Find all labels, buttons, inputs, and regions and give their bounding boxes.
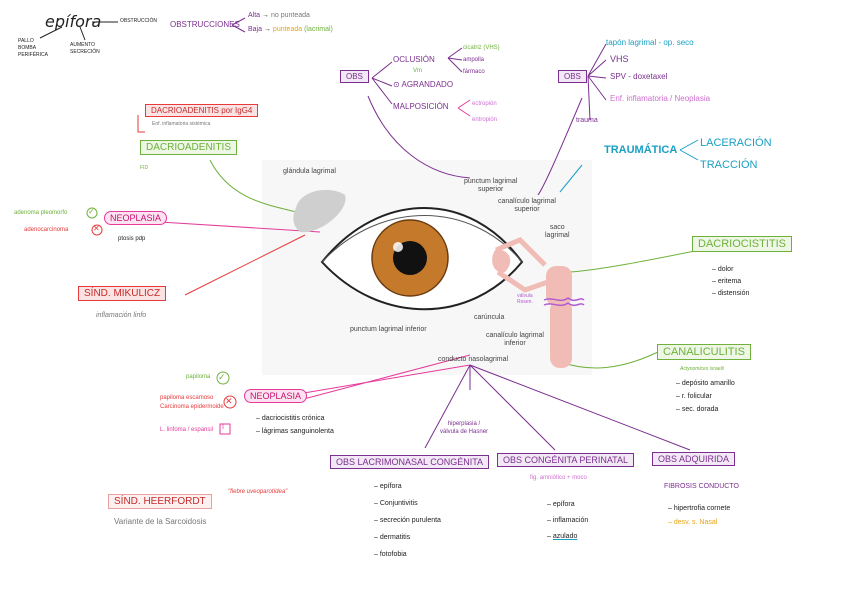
oclusion-label: OCLUSIÓN (393, 55, 435, 64)
neoplasia-bottom-box: NEOPLASIA (244, 389, 308, 403)
vm-label: Vm (413, 68, 422, 74)
anatomy-conducto: conducto nasolagrimal (438, 356, 509, 363)
obs-left-box: OBS (340, 70, 369, 83)
adenocarcinoma-label: adenocarcinoma (24, 227, 69, 233)
lacrimal-sac-shape (546, 266, 572, 306)
obs-perinatal-items: – epífora – inflamación – azulado (547, 501, 589, 540)
mikulicz-desc: inflamación linfo (96, 312, 147, 319)
nasolacrimal-duct-shape (550, 300, 572, 368)
malposicion-label: MALPOSICIÓN (393, 102, 449, 111)
obs-right-item-2: VHS (610, 54, 629, 64)
obs-perinatal-box: OBS CONGÉNITA PERINATAL (497, 453, 635, 467)
canaliculitis-items: – depósito amarillo – r. folicular – sec… (676, 380, 735, 413)
neoplasia-top-note: ptosis pdp (118, 236, 146, 242)
oclusion-items: cicatriz (VHS) ampolla fármaco (463, 45, 500, 75)
traumatica-items: LACERACIÓN TRACCIÓN (700, 137, 772, 171)
trauma-label: trauma (576, 117, 598, 124)
obs-adquirida-fibrosis: FIBROSIS CONDUCTO (664, 483, 739, 490)
canaliculitis-note: Actynomices israelii (680, 366, 724, 372)
obstrucciones-label: OBSTRUCCIONES (170, 20, 240, 29)
dacrioadenitis-igg4-desc: Enf. inflamatoria sistémica (152, 121, 211, 127)
obs-adquirida-box: OBS ADQUIRIDA (652, 452, 736, 466)
obs-perinatal-note: fig. amniótico + moco (530, 475, 587, 481)
anatomy-glandula: glándula lagrimal (283, 168, 336, 175)
epifora-title: epífora (45, 12, 102, 31)
neoplasia-bottom-items: – dacriocistitis crónica – lágrimas sang… (256, 415, 334, 435)
anatomy-caruncula: carúncula (474, 314, 505, 321)
canaliculitis-box: CANALICULITIS (657, 344, 751, 360)
obs-right-item-3: SPV - doxetaxel (610, 72, 668, 81)
dacriocistitis-box: DACRIOCISTITIS (692, 236, 793, 252)
obs-right-item-4: Enf. inflamatoria / Neoplasia (610, 94, 711, 103)
neoplasia-bottom-left-items: papiloma escamoso Carcinoma epidermoide (160, 395, 224, 410)
obs-congenita-items: – epífora – Conjuntivitis – secreción pu… (374, 483, 441, 558)
obstrucciones-baja: Baja → punteada (lacrimal) (248, 26, 333, 33)
heerfordt-desc: Variante de la Sarcoidosis (114, 517, 207, 526)
check-icon: ✓ (88, 207, 95, 216)
heerfordt-box: SÍND. HEERFORDT (108, 494, 212, 509)
heerfordt-quote: "fiebre uveoparotídea" (228, 489, 288, 495)
dacrioadenitis-igg4-box: DACRIOADENITIS por IgG4 (145, 104, 259, 117)
epifora-branch-right: OBSTRUCCIÓN (120, 18, 157, 24)
obs-congenita-box: OBS LACRIMONASAL CONGÉNITA (330, 455, 490, 469)
obs-right-box: OBS (558, 70, 587, 83)
lacrimal-gland-shape (293, 189, 346, 233)
dacriocistitis-items: – dolor – eritema – distensión (712, 266, 750, 297)
obstrucciones-alta: Alta → no punteada (248, 12, 310, 19)
cross-icon: ✕ (93, 224, 100, 233)
anatomy-punctum-inf: punctum lagrimal inferior (350, 326, 427, 333)
obs-right-item-1: tapón lagrimal - op. seco (606, 38, 694, 47)
dacrioadenitis-box: DACRIOADENITIS (140, 140, 238, 155)
hasner-note: hiperplasia /válvula de Hasner (440, 421, 489, 435)
mikulicz-box: SÍND. MIKULICZ (78, 286, 167, 301)
dacrioadenitis-note: FID (140, 165, 149, 171)
papiloma-label: papiloma (186, 374, 211, 380)
linfoma-label: L. linfoma / espansil (160, 427, 214, 433)
linfoma-marker: I (222, 424, 224, 431)
cross-icon-bottom: ✕ (225, 396, 233, 406)
malposicion-items: ectropión entropión (472, 101, 498, 123)
check-icon-bottom: ✓ (218, 372, 226, 382)
adenoma-label: adenoma pleomorfo (14, 210, 68, 216)
obs-adquirida-items: – hipertrofia cornete – desv. s. Nasal (668, 505, 731, 526)
agrandado-label: ⊙ AGRANDADO (393, 80, 454, 89)
traumatica-label: TRAUMÁTICA (604, 144, 678, 156)
neoplasia-top-box: NEOPLASIA (104, 211, 168, 225)
